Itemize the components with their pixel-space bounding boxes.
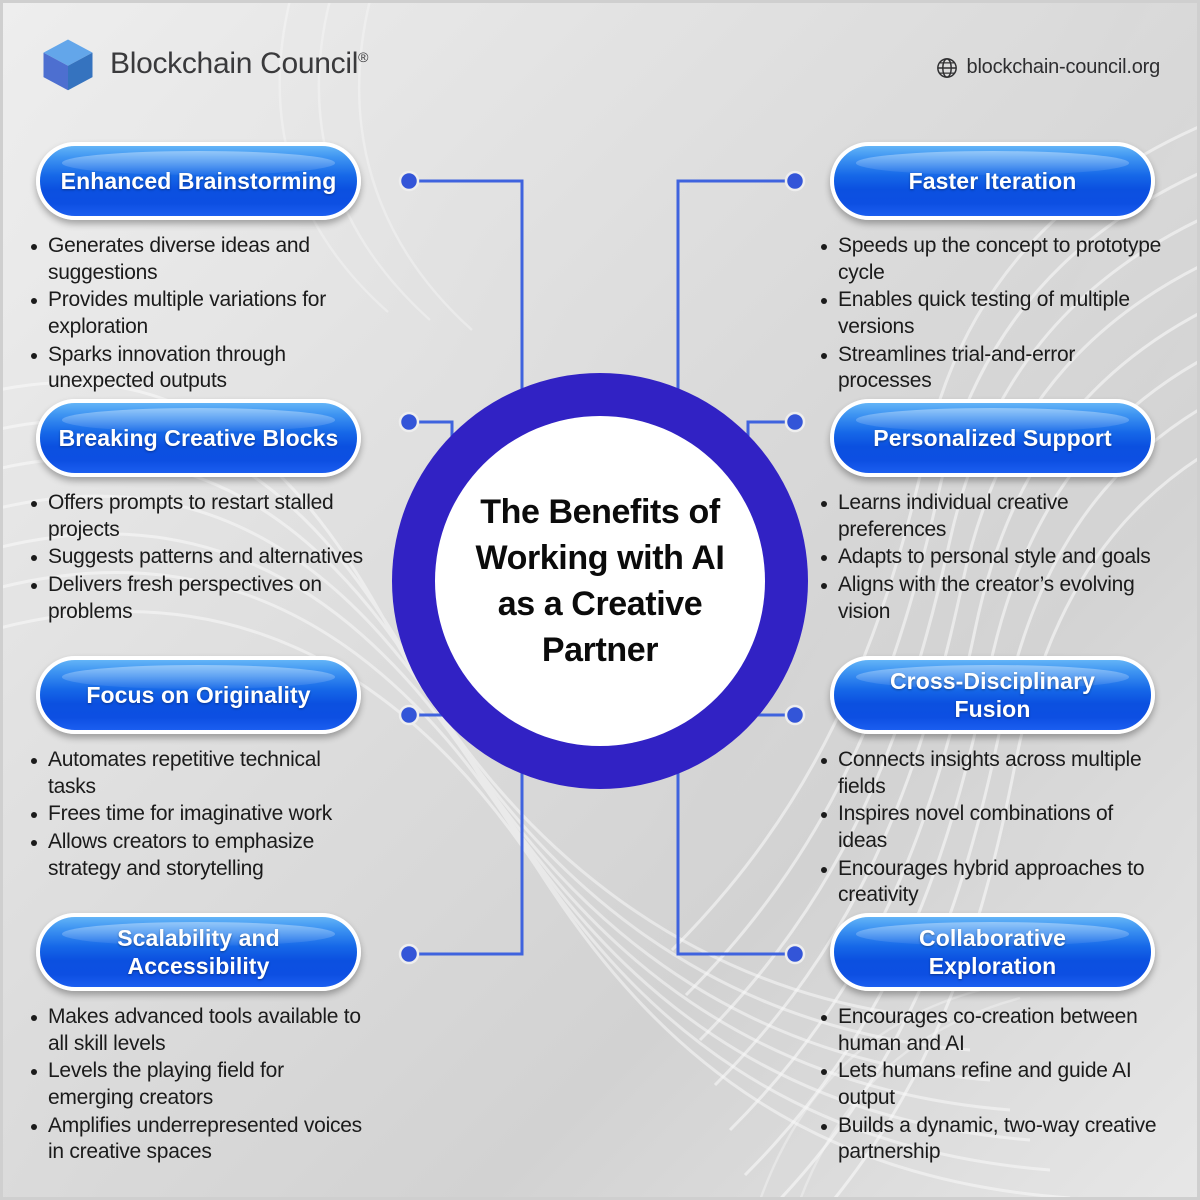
card-bullet-list: Learns individual creative preferences A…: [816, 490, 1164, 625]
connector-dot-left-2: [398, 411, 420, 433]
list-item: Lets humans refine and guide AI output: [816, 1058, 1164, 1111]
list-item: Encourages hybrid approaches to creativi…: [816, 856, 1164, 909]
list-item: Levels the playing field for emerging cr…: [22, 1058, 370, 1111]
connector-dot-left-4: [398, 943, 420, 965]
card-title-pill[interactable]: Enhanced Brainstorming: [36, 142, 361, 220]
list-item: Generates diverse ideas and suggestions: [22, 233, 370, 286]
list-item: Connects insights across multiple fields: [816, 747, 1164, 800]
connector-right-2: [746, 420, 791, 438]
list-item: Speeds up the concept to prototype cycle: [816, 233, 1164, 286]
globe-icon: [936, 57, 957, 78]
list-item: Enables quick testing of multiple versio…: [816, 287, 1164, 340]
connector-dot-right-3: [784, 704, 806, 726]
card-title-pill[interactable]: Cross-Disciplinary Fusion: [830, 656, 1155, 734]
list-item: Delivers fresh perspectives on problems: [22, 572, 370, 625]
list-item: Offers prompts to restart stalled projec…: [22, 490, 370, 543]
list-item: Frees time for imaginative work: [22, 801, 370, 828]
list-item: Provides multiple variations for explora…: [22, 287, 370, 340]
card-collaborative-exploration: Collaborative Exploration Encourages co-…: [816, 913, 1164, 1167]
card-title-pill[interactable]: Faster Iteration: [830, 142, 1155, 220]
frame-border-left: [0, 0, 3, 1200]
card-enhanced-brainstorming: Enhanced Brainstorming Generates diverse…: [22, 142, 370, 396]
card-bullet-list: Generates diverse ideas and suggestions …: [22, 233, 370, 395]
connector-dot-left-3: [398, 704, 420, 726]
brand-name-text: Blockchain Council: [110, 47, 359, 80]
blockchain-cube-icon: [43, 39, 93, 91]
card-breaking-creative-blocks: Breaking Creative Blocks Offers prompts …: [22, 399, 370, 626]
frame-border-right: [1197, 0, 1200, 1200]
card-title-text: Collaborative Exploration: [918, 924, 1066, 979]
connector-dot-right-1: [784, 170, 806, 192]
list-item: Allows creators to emphasize strategy an…: [22, 829, 370, 882]
card-bullet-list: Offers prompts to restart stalled projec…: [22, 490, 370, 625]
page-title: The Benefits of Working with AI as a Cre…: [475, 492, 725, 670]
card-title-pill[interactable]: Focus on Originality: [36, 656, 361, 734]
list-item: Adapts to personal style and goals: [816, 544, 1164, 571]
card-bullet-list: Makes advanced tools available to all sk…: [22, 1004, 370, 1166]
card-bullet-list: Speeds up the concept to prototype cycle…: [816, 233, 1164, 395]
list-item: Streamlines trial-and-error processes: [816, 342, 1164, 395]
card-title-pill[interactable]: Collaborative Exploration: [830, 913, 1155, 991]
connector-dot-right-4: [784, 943, 806, 965]
list-item: Learns individual creative preferences: [816, 490, 1164, 543]
frame-border-bottom: [0, 1197, 1200, 1200]
card-faster-iteration: Faster Iteration Speeds up the concept t…: [816, 142, 1164, 396]
list-item: Suggests patterns and alternatives: [22, 544, 370, 571]
brand-name: Blockchain Council®: [110, 47, 368, 81]
list-item: Sparks innovation through unexpected out…: [22, 342, 370, 395]
connector-left-2: [409, 420, 454, 438]
card-personalized-support: Personalized Support Learns individual c…: [816, 399, 1164, 626]
website-label: blockchain-council.org: [936, 56, 1160, 79]
card-bullet-list: Encourages co-creation between human and…: [816, 1004, 1164, 1166]
registered-trademark-icon: ®: [358, 49, 369, 65]
card-title-text: Faster Iteration: [908, 167, 1077, 194]
card-title-pill[interactable]: Scalability and Accessibility: [36, 913, 361, 991]
card-title-text: Personalized Support: [873, 424, 1112, 451]
list-item: Builds a dynamic, two-way creative partn…: [816, 1113, 1164, 1166]
connector-dot-right-2: [784, 411, 806, 433]
card-cross-disciplinary-fusion: Cross-Disciplinary Fusion Connects insig…: [816, 656, 1164, 910]
card-title-pill[interactable]: Personalized Support: [830, 399, 1155, 477]
website-url-text: blockchain-council.org: [966, 56, 1161, 78]
card-title-text: Enhanced Brainstorming: [60, 167, 337, 194]
list-item: Automates repetitive technical tasks: [22, 747, 370, 800]
center-hub: The Benefits of Working with AI as a Cre…: [392, 373, 808, 789]
card-title-text: Scalability and Accessibility: [117, 924, 280, 979]
list-item: Makes advanced tools available to all sk…: [22, 1004, 370, 1057]
header: Blockchain Council® blockchain-council.o…: [0, 0, 1200, 120]
card-scalability-and-accessibility: Scalability and Accessibility Makes adva…: [22, 913, 370, 1167]
list-item: Inspires novel combinations of ideas: [816, 801, 1164, 854]
card-focus-on-originality: Focus on Originality Automates repetitiv…: [22, 656, 370, 883]
brand-logo: Blockchain Council®: [40, 36, 368, 92]
connector-dot-left-1: [398, 170, 420, 192]
card-bullet-list: Automates repetitive technical tasks Fre…: [22, 747, 370, 882]
card-title-text: Focus on Originality: [86, 681, 311, 708]
frame-border-top: [0, 0, 1200, 3]
card-bullet-list: Connects insights across multiple fields…: [816, 747, 1164, 909]
card-title-text: Breaking Creative Blocks: [58, 424, 339, 451]
list-item: Amplifies underrepresented voices in cre…: [22, 1113, 370, 1166]
card-title-text: Cross-Disciplinary Fusion: [889, 667, 1096, 722]
card-title-pill[interactable]: Breaking Creative Blocks: [36, 399, 361, 477]
center-hub-inner: The Benefits of Working with AI as a Cre…: [435, 416, 765, 746]
list-item: Aligns with the creator’s evolving visio…: [816, 572, 1164, 625]
list-item: Encourages co-creation between human and…: [816, 1004, 1164, 1057]
